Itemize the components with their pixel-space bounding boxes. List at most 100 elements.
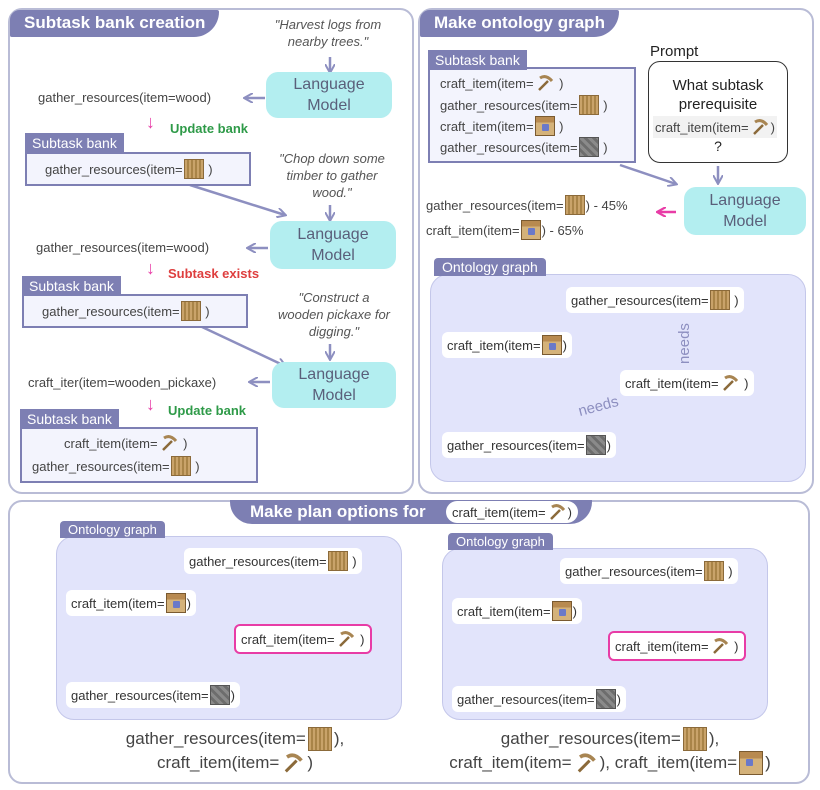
node-text: craft_item(item=: [447, 337, 541, 353]
bank3-item1: craft_item(item= ): [64, 433, 188, 453]
ontology-graph-label-right: Ontology graph: [434, 258, 546, 276]
update-bank-3: Update bank: [168, 403, 247, 418]
plan2-line2b: ), craft_item(item=: [599, 753, 738, 772]
node-close: ): [186, 595, 191, 611]
plan1-line2-end: ): [307, 753, 313, 772]
quote-1: "Harvest logs from nearby trees.": [274, 17, 382, 49]
quote-2: "Chop down some timber to gather wood.": [279, 151, 385, 200]
prompt-line2: prerequisite: [678, 96, 758, 113]
node-craft-table: craft_item(item= ): [442, 332, 572, 358]
cobblestone-icon: [585, 435, 606, 455]
bank1-item-text: gather_resources(item=: [45, 161, 183, 177]
ontology-graph-label-br: Ontology graph: [448, 533, 553, 550]
rbank-item-3: craft_item(item= ): [440, 116, 564, 136]
result-craft-table: craft_item(item= ) - 65%: [426, 220, 583, 240]
language-model-2: Language Model: [270, 221, 396, 269]
wood-log-icon: [682, 727, 707, 751]
rbank-item-2-text: gather_resources(item=: [440, 97, 578, 113]
rbank-item-2-close: ): [599, 97, 608, 113]
bank-creation-header: Subtask bank creation: [10, 10, 220, 37]
update-arrow-3: ↓: [146, 394, 155, 414]
node-close: ): [724, 563, 733, 579]
lm-line1: Language: [709, 192, 781, 209]
wooden-pickaxe-icon: [285, 753, 304, 773]
plan-target-pill: craft_item(item= ): [446, 501, 578, 523]
bank2-item: gather_resources(item= ): [42, 301, 210, 321]
arrow-bank1-lm2: [189, 183, 285, 215]
output-3: craft_iter(item=wooden_pickaxe): [28, 375, 217, 390]
wood-log-icon: [703, 561, 724, 581]
wooden-pickaxe-icon: [722, 375, 738, 391]
wood-log-icon: [307, 727, 332, 751]
cobblestone-icon: [595, 689, 616, 709]
node-craft-table: craft_item(item= ): [66, 590, 196, 616]
rbank-item-4-text: gather_resources(item=: [440, 139, 578, 155]
crafting-table-icon: [165, 593, 186, 613]
plan2-line2a: craft_item(item=: [449, 753, 572, 772]
node-craft-pickaxe-highlighted: craft_item(item= ): [234, 624, 372, 654]
prompt-box: What subtask prerequisite craft_item(ite…: [648, 61, 788, 163]
result-gather-wood: gather_resources(item= ) - 45%: [426, 195, 628, 215]
node-text: craft_item(item=: [241, 631, 335, 647]
prompt-line3-text: craft_item(item=: [655, 119, 749, 135]
plan2-line2: craft_item(item= ), craft_item(item= ): [420, 751, 800, 775]
node-close: ): [348, 553, 357, 569]
node-text: gather_resources(item=: [457, 691, 595, 707]
node-craft-pickaxe-highlighted: craft_item(item= ): [608, 631, 746, 661]
result-gather-wood-pct: ) - 45%: [585, 197, 628, 213]
plan-option-1: gather_resources(item= ), craft_item(ite…: [90, 727, 380, 775]
node-text: gather_resources(item=: [565, 563, 703, 579]
crafting-table-icon: [541, 335, 562, 355]
bank-label-2: Subtask bank: [22, 276, 121, 296]
prompt-line1: What subtask: [672, 77, 764, 94]
wooden-pickaxe-icon: [537, 75, 553, 91]
crafting-table-icon: [534, 116, 555, 136]
node-text: craft_item(item=: [625, 375, 719, 391]
node-gather-stone: gather_resources(item= ): [452, 686, 626, 712]
lm-line2: Model: [312, 387, 356, 404]
bank-label-3: Subtask bank: [20, 409, 119, 429]
language-model-1: Language Model: [266, 72, 392, 118]
prompt-question: ?: [714, 138, 722, 154]
output-2: gather_resources(item=wood): [36, 240, 210, 255]
node-craft-table: craft_item(item= ): [452, 598, 582, 624]
ontology-graph-label-bl: Ontology graph: [60, 521, 165, 538]
update-bank-1: Update bank: [170, 121, 249, 136]
wood-log-icon: [183, 159, 204, 179]
needs-label-vertical: needs: [675, 323, 693, 364]
node-close: ): [730, 638, 739, 654]
node-close: ): [606, 437, 611, 453]
prompt-label: Prompt: [650, 43, 699, 60]
result-craft-table-text: craft_item(item=: [426, 222, 520, 238]
plan-target-text: craft_item(item=: [452, 504, 546, 520]
wooden-pickaxe-icon: [161, 435, 177, 451]
crafting-table-icon: [551, 601, 572, 621]
rbank-item-1-close: ): [555, 75, 564, 91]
subtask-bank-3: craft_item(item= ) gather_resources(item…: [20, 427, 258, 483]
plan-header-text: Make plan options for: [250, 502, 426, 521]
node-close: ): [740, 375, 749, 391]
node-text: gather_resources(item=: [571, 292, 709, 308]
output-1: gather_resources(item=wood): [38, 90, 212, 105]
node-text: craft_item(item=: [457, 603, 551, 619]
plan1-line1: gather_resources(item= ),: [90, 727, 380, 751]
cobblestone-icon: [209, 685, 230, 705]
plan-target-close: ): [567, 504, 572, 520]
language-model-right: Language Model: [684, 187, 806, 235]
wood-log-icon: [327, 551, 348, 571]
wood-log-icon: [564, 195, 585, 215]
bank1-item: gather_resources(item= ): [45, 159, 213, 179]
bank-label-1: Subtask bank: [25, 133, 124, 153]
plan2-line2-end: ): [765, 753, 771, 772]
node-text: craft_item(item=: [71, 595, 165, 611]
arrow-bank2-lm3: [199, 324, 285, 366]
rbank-item-1: craft_item(item= ): [440, 73, 564, 93]
wooden-pickaxe-icon: [577, 753, 596, 773]
bank1-item-close: ): [204, 161, 213, 177]
node-text: gather_resources(item=: [189, 553, 327, 569]
rbank-item-1-text: craft_item(item=: [440, 75, 534, 91]
bank-label-right: Subtask bank: [428, 50, 527, 70]
rbank-item-4: gather_resources(item= ): [440, 137, 608, 157]
result-craft-table-pct: ) - 65%: [541, 222, 584, 238]
bank3-item2-text: gather_resources(item=: [32, 458, 170, 474]
